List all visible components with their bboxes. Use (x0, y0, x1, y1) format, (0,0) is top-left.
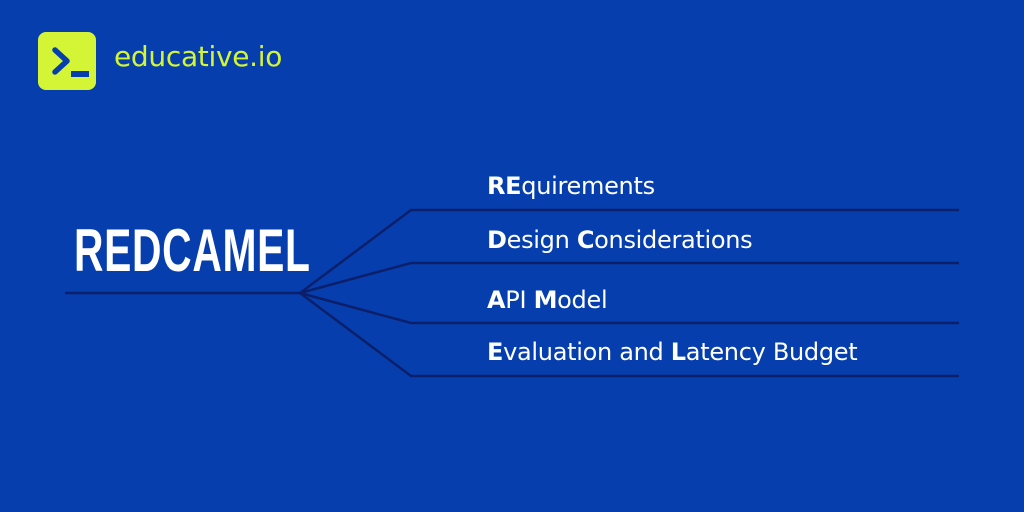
branch-label-requirements: REquirements (487, 172, 655, 200)
branch-label-evaluation-latency: Evaluation and Latency Budget (487, 338, 858, 366)
brand-name: educative.io (114, 40, 283, 73)
branch-line-4 (299, 291, 959, 378)
branch-line-1 (299, 208, 959, 295)
branch-line-2 (299, 261, 959, 295)
logo-icon (38, 32, 96, 90)
branch-label-api-model: API Model (487, 286, 608, 314)
branch-label-design-considerations: Design Considerations (487, 226, 753, 254)
terminal-prompt-icon (52, 47, 89, 77)
branch-line-3 (299, 291, 959, 325)
root-title: REDCAMEL (74, 217, 311, 284)
